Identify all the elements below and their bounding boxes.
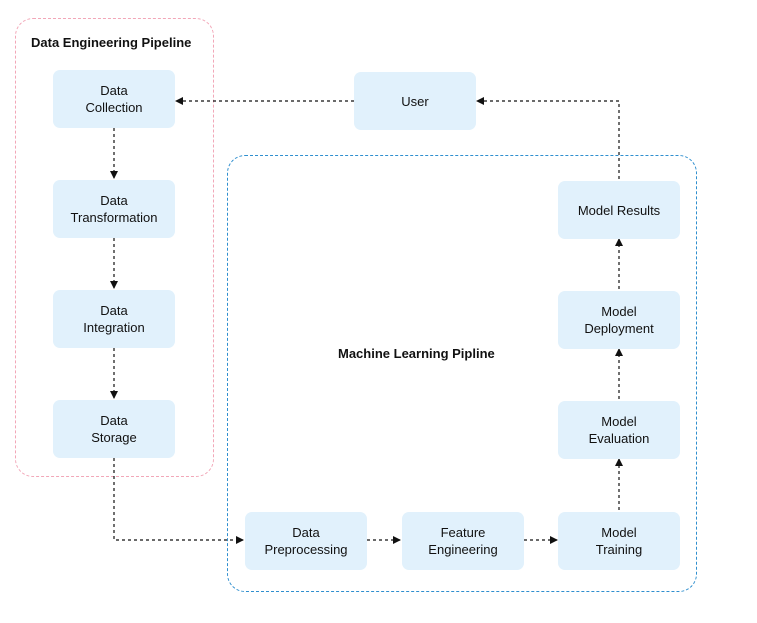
edge-storage-to-preprocessing xyxy=(113,458,244,544)
machine-learning-pipeline-title: Machine Learning Pipline xyxy=(338,346,495,361)
node-model-training: Model Training xyxy=(558,512,680,570)
node-data-transformation: Data Transformation xyxy=(53,180,175,238)
node-user: User xyxy=(354,72,476,130)
node-model-deployment: Model Deployment xyxy=(558,291,680,349)
node-data-preprocessing: Data Preprocessing xyxy=(245,512,367,570)
node-data-integration: Data Integration xyxy=(53,290,175,348)
node-model-results: Model Results xyxy=(558,181,680,239)
machine-learning-pipeline-group xyxy=(227,155,697,592)
node-model-evaluation: Model Evaluation xyxy=(558,401,680,459)
data-engineering-pipeline-title: Data Engineering Pipeline xyxy=(31,35,192,50)
node-data-collection: Data Collection xyxy=(53,70,175,128)
node-feature-engineering: Feature Engineering xyxy=(402,512,524,570)
node-data-storage: Data Storage xyxy=(53,400,175,458)
edge-results-to-user xyxy=(476,97,620,179)
